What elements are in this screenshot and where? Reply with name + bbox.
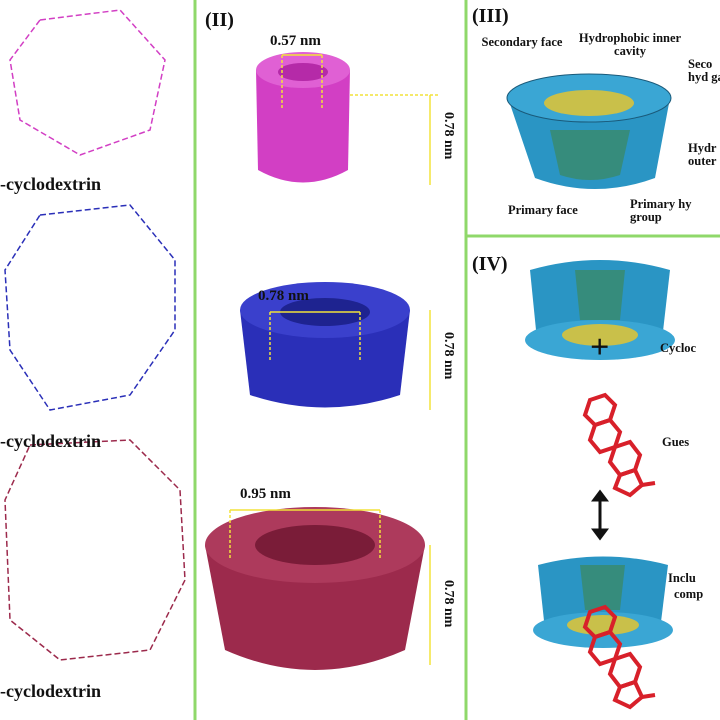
gamma-diameter-label: 0.95 nm (240, 486, 291, 502)
cyclodextrin-cone-inverted (525, 260, 675, 360)
alpha-diameter-label: 0.57 nm (270, 33, 321, 49)
inclusion-label-line2: comp (674, 587, 704, 601)
primary-hydroxyl-label: Primary hy group (630, 197, 692, 225)
panel-ii-title: (II) (205, 9, 234, 31)
inclusion-label-line1: Inclu (668, 571, 696, 585)
secondary-face-label: Secondary face (481, 35, 563, 49)
beta-cup (240, 282, 410, 408)
gamma-cup (205, 507, 425, 670)
gamma-cyclodextrin-structure (4, 439, 186, 661)
beta-cyclodextrin-structure (4, 204, 176, 411)
secondary-hydroxyl-label: Seco hyd ga (688, 57, 720, 85)
beta-cyclodextrin-label: -cyclodextrin (0, 431, 101, 451)
inner-cavity-label: Hydrophobic inner cavity (578, 31, 682, 59)
cyclodextrin-cone-diagram (506, 73, 672, 189)
dimension-lines (229, 54, 440, 665)
panel-iv-title: (IV) (472, 253, 508, 275)
alpha-cup (256, 52, 350, 183)
cyclodextrin-label: Cycloc (660, 341, 697, 355)
beta-height-label: 0.78 nm (441, 332, 456, 380)
hydrophilic-outer-label: Hydr outer (688, 141, 717, 169)
guest-label: Gues (662, 435, 690, 449)
gamma-height-label: 0.78 nm (441, 580, 456, 628)
primary-face-label: Primary face (508, 203, 578, 217)
alpha-cyclodextrin-structure (9, 9, 166, 156)
equilibrium-arrow-icon (591, 489, 609, 541)
alpha-cyclodextrin-label: -cyclodextrin (0, 174, 101, 194)
inclusion-complex-cone (533, 556, 673, 648)
plus-sign: + (590, 329, 610, 366)
guest-molecule (582, 392, 656, 498)
alpha-height-label: 0.78 nm (441, 112, 456, 160)
panel-iii-title: (III) (472, 5, 509, 27)
guest-in-complex (582, 604, 656, 710)
gamma-cyclodextrin-label: -cyclodextrin (0, 681, 101, 701)
beta-diameter-label: 0.78 nm (258, 288, 309, 304)
